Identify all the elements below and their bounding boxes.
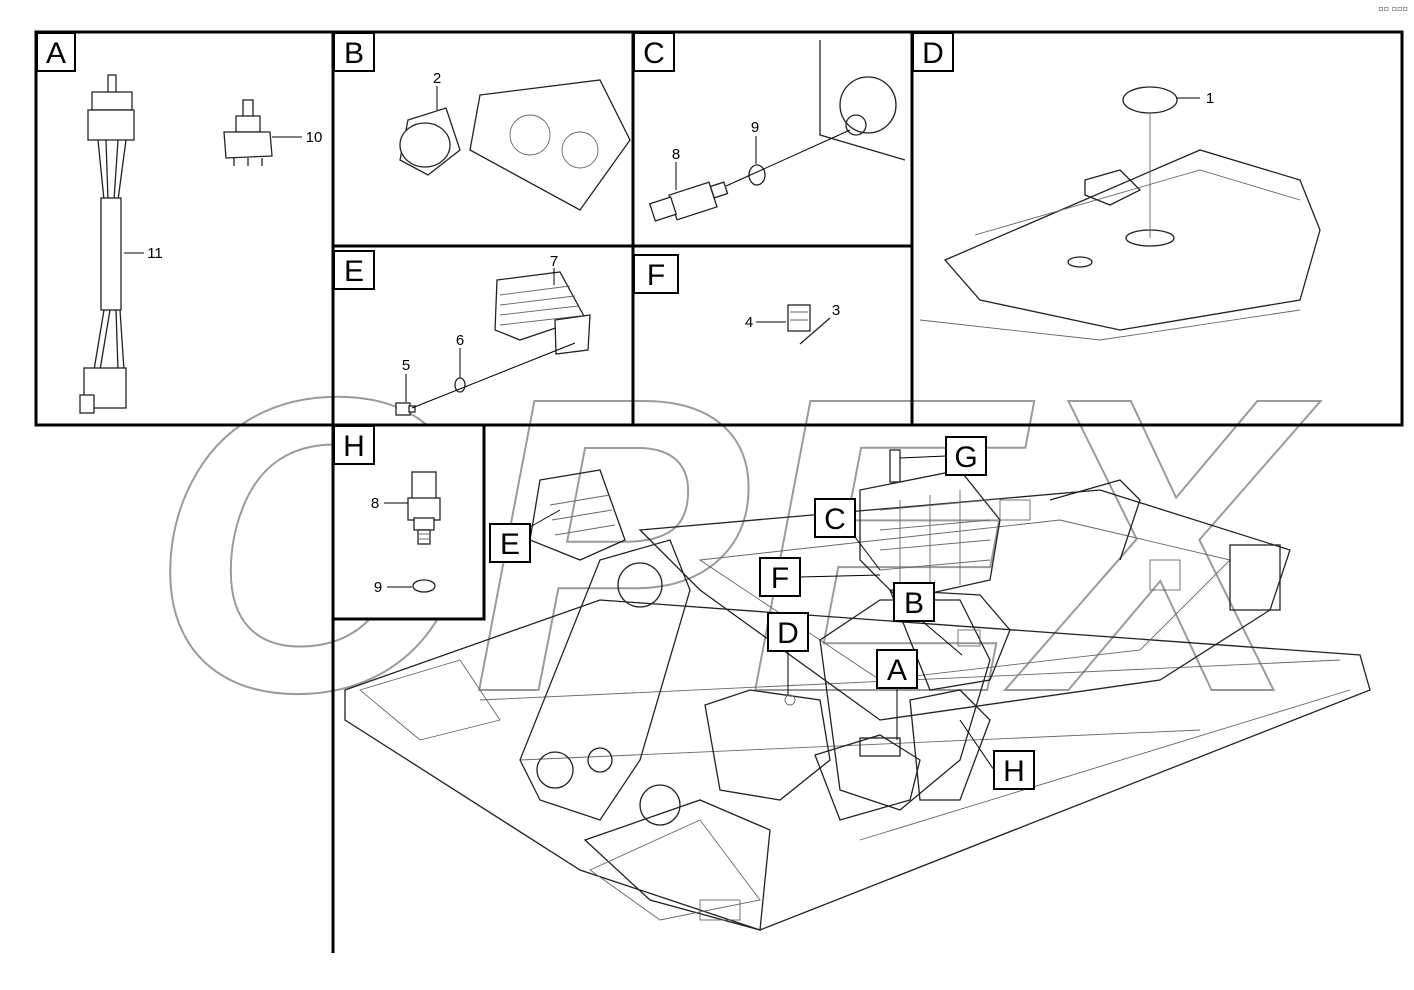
panel-f-label: F	[647, 259, 665, 292]
overview-label-c: C	[824, 503, 846, 536]
callout-h-9: 9	[374, 579, 382, 596]
callout-5: 5	[402, 357, 410, 374]
panel-h-label: H	[343, 430, 365, 463]
control-unit-icon	[494, 271, 591, 355]
watermark: OPEX	[149, 310, 1322, 781]
overview-label-a: A	[887, 654, 907, 687]
pressure-switch-icon	[407, 471, 441, 545]
pressure-sensor-icon	[648, 181, 729, 222]
overview-label-b: B	[904, 587, 924, 620]
panel-e: E 7 6 5	[333, 250, 591, 416]
panel-b: B 2	[333, 32, 631, 211]
panel-d-label: D	[922, 37, 944, 70]
overview-labels: G C E F B D A H	[489, 436, 1035, 790]
panel-e-label: E	[344, 255, 364, 288]
bolt-icon	[395, 402, 416, 416]
callout-9: 9	[751, 119, 759, 136]
corner-mark: ▫▫ ▫▫▫	[1378, 4, 1408, 13]
watermark-text: OPEX	[150, 311, 1321, 780]
callout-10: 10	[306, 129, 323, 146]
panel-d: D 1	[912, 32, 1321, 341]
callout-6: 6	[456, 332, 464, 349]
switch-harness-icon	[79, 74, 135, 414]
overview-label-d: D	[777, 617, 799, 650]
callout-3: 3	[832, 302, 840, 319]
mounting-plate-icon	[469, 79, 631, 211]
callout-4: 4	[745, 314, 753, 331]
console-cover-icon	[919, 149, 1321, 341]
callout-11: 11	[147, 245, 163, 262]
callout-8: 8	[672, 146, 680, 163]
callout-2: 2	[433, 70, 441, 87]
overview-label-e: E	[500, 528, 520, 561]
plug-cap-icon	[1122, 86, 1178, 114]
machine-overview	[344, 449, 1371, 931]
overview-label-f: F	[771, 562, 789, 595]
relay-icon	[399, 107, 461, 176]
panel-h: H 8 9	[333, 425, 441, 596]
overview-label-g: G	[954, 441, 977, 474]
overview-label-h: H	[1003, 755, 1025, 788]
panel-c: C 8 9	[633, 32, 906, 222]
panel-frames	[34, 30, 1404, 953]
panel-a: A 11 10	[36, 32, 323, 414]
panel-b-label: B	[344, 37, 364, 70]
fuse-block-icon	[787, 304, 831, 345]
callout-7: 7	[550, 253, 558, 270]
callout-h-8: 8	[371, 495, 379, 512]
bracket-icon	[819, 40, 906, 161]
callout-1: 1	[1206, 90, 1214, 107]
panel-c-label: C	[643, 37, 665, 70]
panel-f: F 4 3	[633, 254, 840, 345]
panel-a-label: A	[46, 37, 66, 70]
toggle-switch-icon	[223, 99, 273, 166]
